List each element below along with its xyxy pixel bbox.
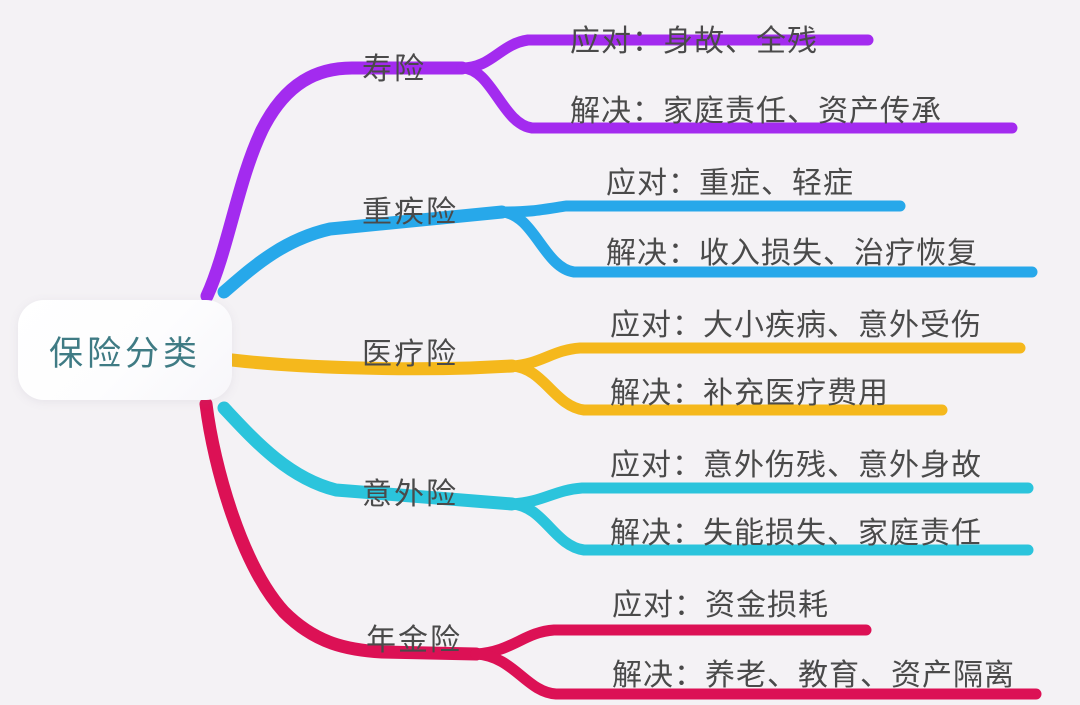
- leaf-label-zhongjixian-yingdui[interactable]: 应对：重症、轻症: [606, 167, 854, 200]
- category-label-nianjinxian[interactable]: 年金险: [366, 624, 462, 657]
- root-node-label: 保险分类: [49, 334, 201, 373]
- leaf-label-nianjinxian-yingdui[interactable]: 应对：资金损耗: [612, 589, 829, 622]
- category-label-yiliaoxian[interactable]: 医疗险: [362, 338, 458, 371]
- category-label-yiwaixian[interactable]: 意外险: [362, 478, 458, 511]
- leaf-label-yiliaoxian-jiejue[interactable]: 解决：补充医疗费用: [610, 377, 889, 410]
- root-node[interactable]: 保险分类: [18, 300, 232, 400]
- category-label-zhongjixian[interactable]: 重疾险: [362, 196, 458, 229]
- leaf-label-yiwaixian-yingdui[interactable]: 应对：意外伤残、意外身故: [610, 449, 982, 482]
- leaf-label-zhongjixian-jiejue[interactable]: 解决：收入损失、治疗恢复: [606, 237, 978, 270]
- leaf-label-shouxian-yingdui[interactable]: 应对：身故、全残: [570, 25, 818, 58]
- leaf-label-yiliaoxian-yingdui[interactable]: 应对：大小疾病、意外受伤: [610, 309, 982, 342]
- leaf-label-shouxian-jiejue[interactable]: 解决：家庭责任、资产传承: [570, 95, 942, 128]
- leaf-label-yiwaixian-jiejue[interactable]: 解决：失能损失、家庭责任: [610, 517, 982, 550]
- leaf-label-nianjinxian-jiejue[interactable]: 解决：养老、教育、资产隔离: [612, 659, 1015, 692]
- category-label-shouxian[interactable]: 寿险: [362, 53, 426, 86]
